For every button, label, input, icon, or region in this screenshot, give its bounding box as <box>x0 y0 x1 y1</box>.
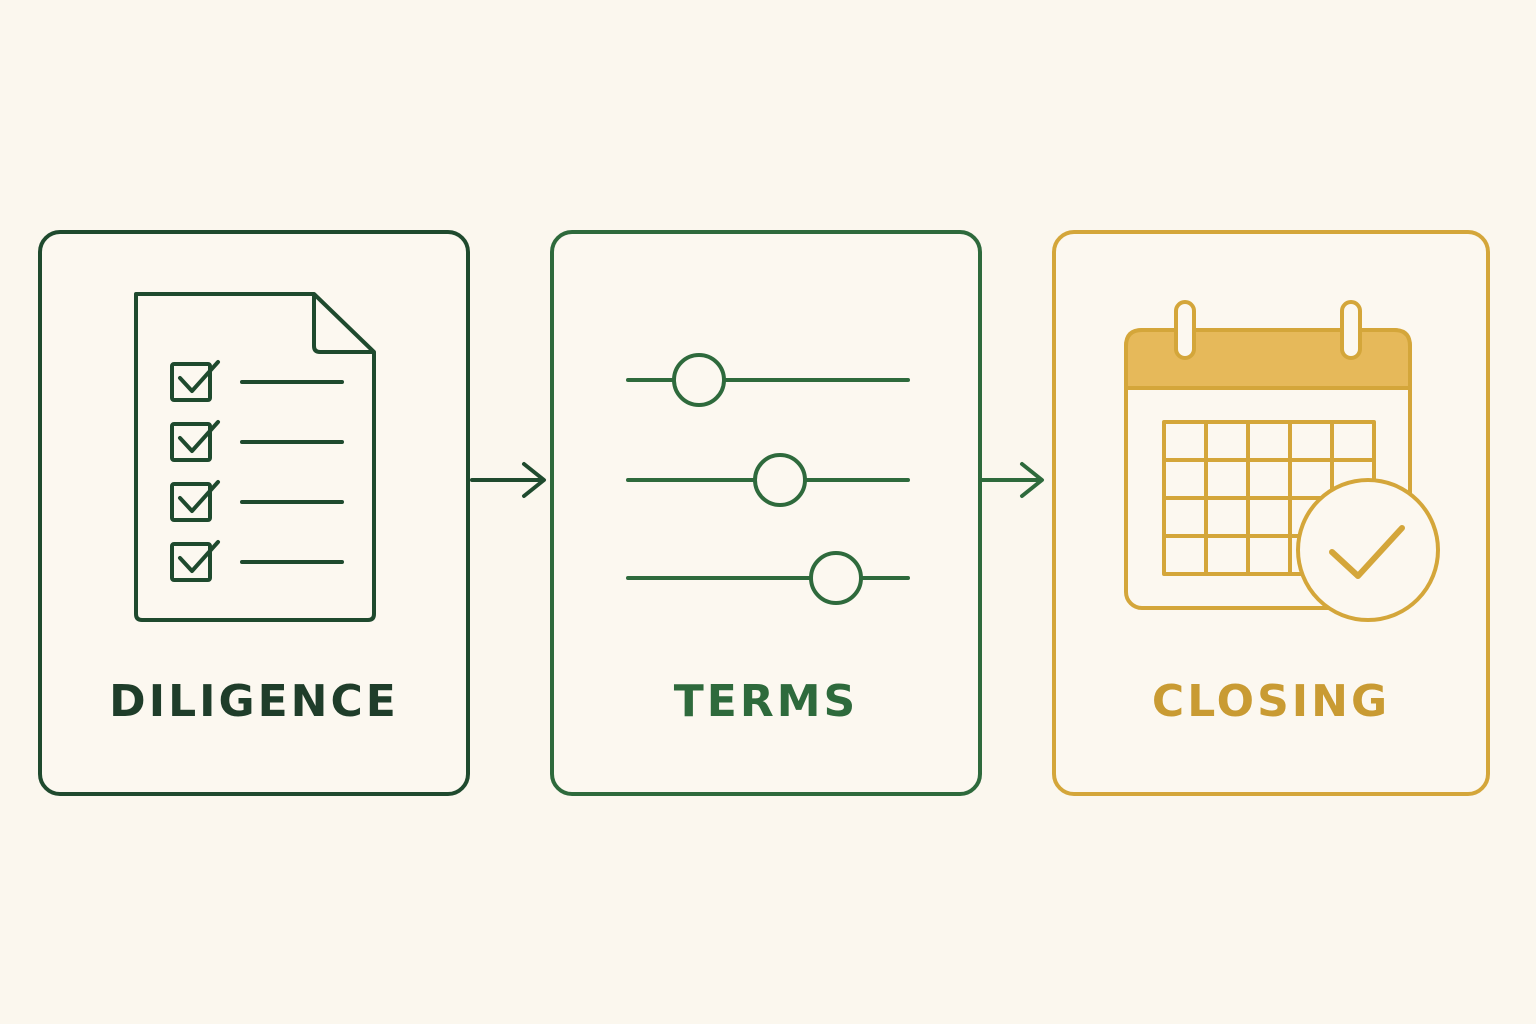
step-label-terms: TERMS <box>673 676 859 727</box>
checklist-document-icon <box>134 292 376 622</box>
arrow-right-icon <box>980 462 1044 498</box>
calendar-check-icon <box>1124 300 1440 622</box>
step-label-closing: CLOSING <box>1151 676 1391 727</box>
step-card-terms: TERMS <box>550 230 982 796</box>
arrow-right-icon <box>470 462 546 498</box>
step-card-diligence: DILIGENCE <box>38 230 470 796</box>
step-label-diligence: DILIGENCE <box>109 676 399 727</box>
sliders-icon <box>626 353 910 605</box>
step-card-closing: CLOSING <box>1052 230 1490 796</box>
